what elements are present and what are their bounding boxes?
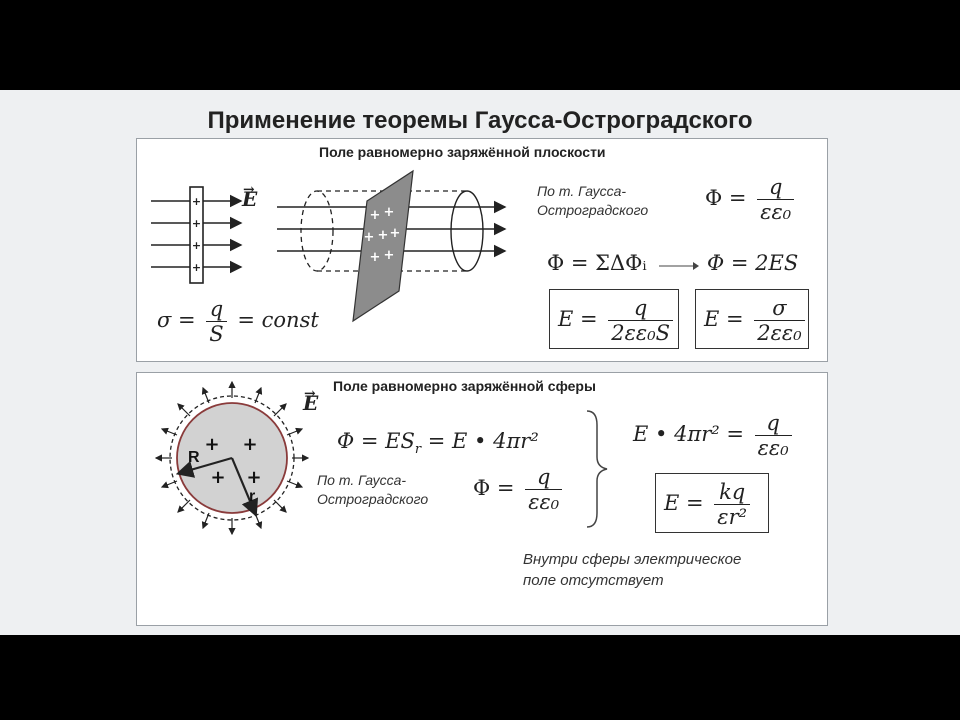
svg-text:+: +: [192, 195, 201, 208]
svg-text:+: +: [192, 261, 201, 274]
svg-text:+: +: [192, 217, 201, 230]
sphere-gauss-note: По т. Гаусса- Остроградского: [317, 472, 429, 507]
sphere-radius-r: r: [249, 488, 256, 505]
system-brace: [586, 410, 608, 528]
svg-text:+: +: [246, 467, 261, 488]
sphere-heading: Поле равномерно заряжённой сферы: [333, 378, 596, 394]
svg-text:+: +: [378, 228, 389, 243]
plate-field-label: → E: [242, 182, 258, 211]
svg-text:+: +: [242, 434, 257, 455]
sphere-diagram: + + + +: [154, 380, 310, 536]
svg-text:+: +: [192, 239, 201, 252]
inside-note: Внутри сферы электрическое поле отсутств…: [523, 551, 742, 589]
plane-gauss-note: По т. Гаусса- Остроградского: [537, 183, 649, 218]
svg-text:+: +: [364, 230, 375, 245]
plate-field-diagram: + + + +: [151, 186, 243, 284]
sphere-panel: Поле равномерно заряжённой сферы: [136, 372, 828, 626]
sphere-field-label: → E: [303, 386, 319, 415]
svg-text:+: +: [370, 250, 381, 265]
plane-cylinder-diagram: ++ +++ ++: [277, 169, 507, 323]
plane-panel: Поле равномерно заряжённой плоскости ++ …: [136, 138, 828, 362]
plane-heading: Поле равномерно заряжённой плоскости: [319, 144, 606, 160]
slide-title: Применение теоремы Гаусса-Остроградского: [207, 107, 753, 134]
sphere-radius-R: R: [188, 449, 200, 466]
svg-text:+: +: [384, 205, 395, 220]
svg-text:+: +: [384, 248, 395, 263]
svg-text:+: +: [370, 208, 381, 223]
svg-text:+: +: [210, 467, 225, 488]
flux-result-formula: Φ = 2ES: [707, 251, 799, 275]
flux-sum-formula: Φ = ΣΔΦᵢ: [547, 251, 647, 275]
svg-text:+: +: [204, 434, 219, 455]
svg-text:+: +: [390, 226, 401, 241]
sphere-flux-eq: Φ = ESr = E • 4πr²: [337, 429, 539, 458]
slide: Применение теоремы Гаусса-Остроградского…: [0, 90, 960, 635]
implies-arrow: [659, 262, 699, 270]
